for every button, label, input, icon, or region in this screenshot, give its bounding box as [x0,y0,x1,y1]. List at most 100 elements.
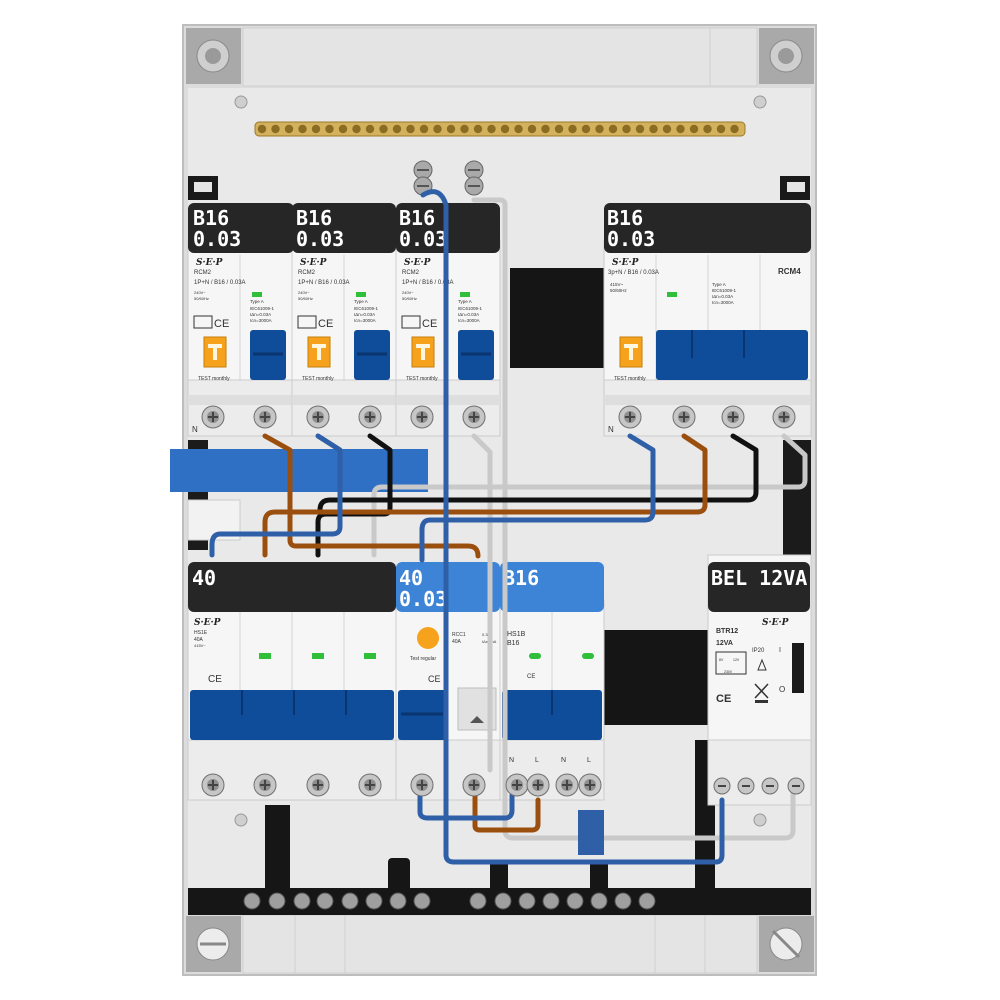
busbar-hole [568,124,577,134]
status-led [667,292,677,297]
neutral-screw [365,892,383,910]
status-led [460,292,470,297]
bell-switch[interactable] [792,643,804,693]
rcbo-toggle[interactable] [458,330,494,380]
busbar-hole [446,124,456,134]
neutral-screw [293,892,311,910]
wire-brown [262,433,708,558]
device-text: IΔn=0.03A [458,312,479,317]
busbar-hole [703,124,712,134]
terminal-mark: L [587,757,591,764]
terminal-mark: L [535,757,539,764]
ce-mark: CE [716,693,731,705]
terminal-screw [358,773,382,797]
terminal-screw [713,777,731,795]
wire-blue [419,433,656,563]
neutral-screw [518,892,536,910]
corner-screw [759,916,814,972]
device-text: Icn=3000A [354,318,376,323]
busbar-hole [379,124,388,134]
svg-text:B16: B16 [193,206,229,230]
circuit-label-2: B16 0.03 [292,203,396,253]
device-text: 50/60Hz [298,296,313,301]
svg-text:0.03: 0.03 [193,227,241,251]
device-text: IΔn=0.03A [712,294,733,299]
rcbo-toggle[interactable] [250,330,286,380]
neutral-screw [614,892,632,910]
test-button[interactable] [417,627,439,649]
busbar-hole [716,124,726,134]
neutral-screw [469,892,487,910]
device-text: IEC61009-1 [354,306,379,311]
svg-text:BEL 12VA: BEL 12VA [711,566,807,590]
device-text: Type A [354,299,368,304]
test-button[interactable] [411,336,435,368]
device-text: RCM2 [194,270,212,276]
device-text: TEST monthly [302,376,334,382]
busbar-hole [608,124,618,134]
wire-blue [420,189,725,865]
rcm4-model: RCM4 [778,267,801,276]
status-led [259,653,271,659]
incoming-terminal [464,160,484,196]
device-text: Icn=3000A [712,300,734,305]
test-button[interactable] [619,336,643,368]
rcd-toggle[interactable] [398,690,446,740]
neutral-screw [542,892,560,910]
neutral-screw [316,892,334,910]
busbar-hole [433,124,442,134]
terminal-screw [306,405,330,429]
terminal-screw [253,773,277,797]
status-led [364,653,376,659]
test-button[interactable] [307,336,331,368]
terminal-screw [410,773,434,797]
busbar-hole [541,124,550,134]
device-text: IΔn=0.03A [250,312,271,317]
status-led [356,292,366,297]
busbar-hole [595,124,604,134]
device-text: 415V~ [194,643,206,648]
rcbo-toggle[interactable] [354,330,390,380]
svg-text:B16: B16 [399,206,435,230]
mcb-toggle[interactable] [502,690,602,740]
busbar-hole [365,124,375,134]
busbar-hole [392,124,402,134]
svg-text:0.03: 0.03 [296,227,344,251]
device-text: O [779,685,785,694]
device-text: 8V [719,658,724,662]
svg-text:B16: B16 [607,206,643,230]
terminal-mark: N [509,757,514,764]
device-text: RCM2 [298,270,316,276]
device-text: 230V [724,670,733,674]
device-text: 240V~ [298,290,310,295]
neutral-screw [243,892,261,910]
ce-mark: CE [318,318,333,330]
neutral-screw [389,892,407,910]
neutral-mark: N [192,425,198,434]
terminal-screw [772,405,796,429]
rcbo-toggle[interactable] [656,330,808,380]
test-button[interactable] [203,336,227,368]
busbar-hole [730,124,739,134]
corner-screw [186,28,241,84]
device-text: 40A [194,637,204,643]
device-text: 3p+N / B16 / 0.03A [608,270,659,276]
busbar-hole [649,124,658,134]
corner-screw [186,916,241,972]
status-led [529,653,541,659]
device-text: RCM2 [402,270,420,276]
svg-text:0.03: 0.03 [607,227,655,251]
device-text: 50/60Hz [402,296,417,301]
cert-mark [193,315,213,329]
neutral-screw [268,892,286,910]
terminal-screw [721,405,745,429]
device-text: 240V~ [194,290,206,295]
busbar-hole [460,124,469,134]
svg-text:B16: B16 [503,566,539,590]
isolator-toggle[interactable] [190,690,394,740]
terminal-screw [201,773,225,797]
neutral-screw [566,892,584,910]
busbar-hole [271,124,280,134]
